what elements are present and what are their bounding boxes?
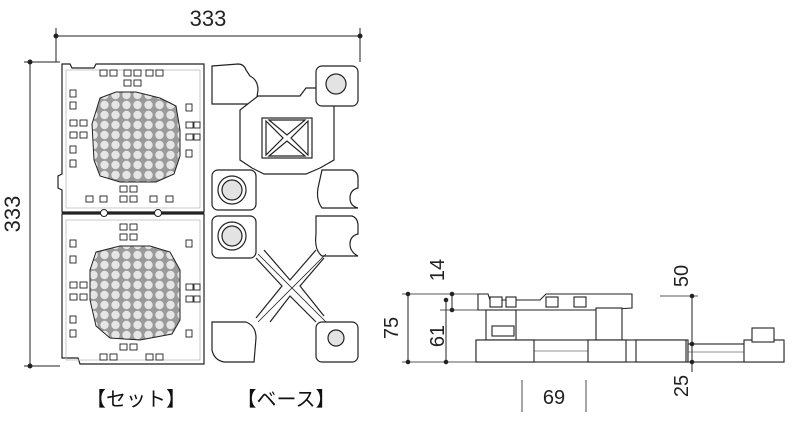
set-slots-bottom [69, 223, 201, 361]
top-width-label: 333 [190, 6, 227, 31]
base-panel [211, 63, 359, 211]
set-honeycomb-top [91, 91, 181, 183]
set-caption: 【セット】 [86, 387, 186, 411]
dim-side-middle: 61 [427, 325, 449, 347]
dim-side-base-width: 69 [543, 387, 565, 409]
dim-right-lower: 25 [671, 375, 693, 397]
base-panel-bottom [211, 215, 359, 363]
set-honeycomb-bottom [89, 245, 181, 341]
dim-side-upper: 14 [427, 259, 449, 281]
set-slots-top [69, 69, 201, 203]
side-view [475, 293, 785, 363]
dim-side-total: 75 [381, 317, 403, 339]
dim-right-upper: 50 [671, 265, 693, 287]
base-caption: 【ベース】 [237, 387, 336, 411]
set-divider [62, 209, 204, 217]
top-width-dimension [53, 28, 363, 62]
left-height-dimension [24, 59, 60, 369]
left-height-label: 333 [0, 196, 25, 233]
side-dimensions [402, 291, 698, 412]
